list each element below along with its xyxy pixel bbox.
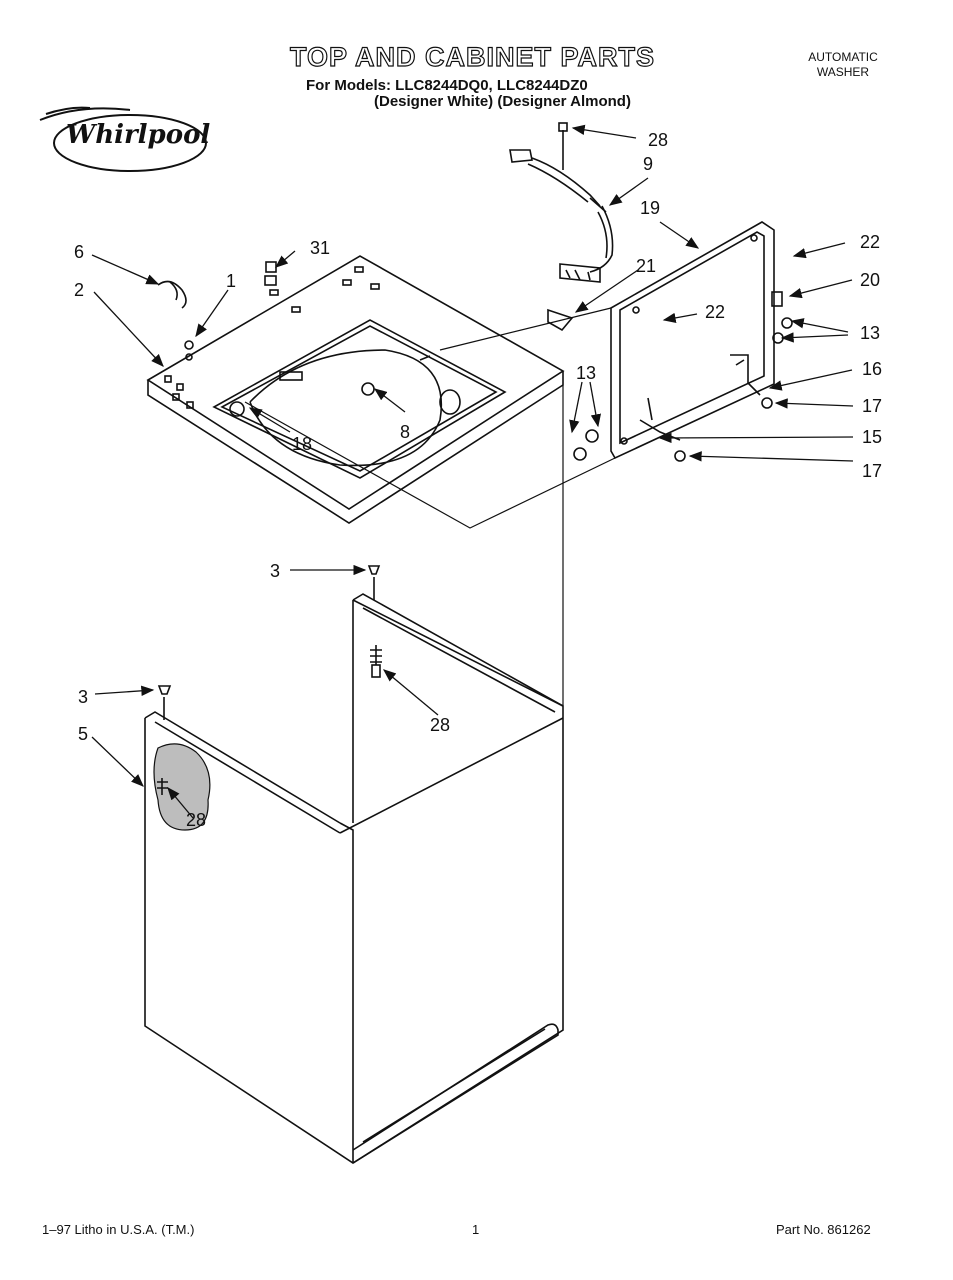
assembly-leader-lines [244,307,616,706]
cabinet-fasteners [157,565,382,795]
callout-17-upper: 17 [862,396,882,416]
callout-17-lower: 17 [862,461,882,481]
callout-1: 1 [226,271,236,291]
callout-arrows [91,124,854,819]
callout-8: 8 [400,422,410,442]
callout-15: 15 [862,427,882,447]
models-sub-line: (Designer White) (Designer Almond) [374,93,631,110]
callout-28-top: 28 [648,130,668,150]
product-type-line-2: WASHER [816,65,870,79]
footer-page-number: 1 [472,1222,480,1237]
whirlpool-logo-text: Whirlpool [66,120,211,150]
callout-13-right: 13 [860,323,880,343]
callout-20: 20 [860,270,880,290]
footer-part-number: Part No. 861262 [776,1222,871,1237]
cabinet-cutout-view [153,743,211,831]
callout-numbers: 28 9 19 22 21 20 22 13 13 16 17 15 17 6 … [74,130,882,830]
callout-19: 19 [640,198,660,218]
callout-22-right: 22 [860,232,880,252]
callout-16: 16 [862,359,882,379]
whirlpool-logo-swoosh [39,106,207,172]
callout-21: 21 [636,256,656,276]
callout-2: 2 [74,280,84,300]
top-panel [146,255,565,524]
models-line: For Models: LLC8244DQ0, LLC8244DZ0 [306,77,588,94]
callout-9: 9 [643,154,653,174]
callout-5: 5 [78,724,88,744]
product-type: AUTOMATIC WASHER [798,50,888,80]
product-type-line-1: AUTOMATIC [808,50,878,64]
callout-31: 31 [310,238,330,258]
lid-switch-harness [509,122,614,332]
cabinet [144,593,564,1164]
callout-3-upper: 3 [270,561,280,581]
callout-6: 6 [74,242,84,262]
callout-3-lower: 3 [78,687,88,707]
bracket-part [264,261,277,286]
callout-28-cutout: 28 [186,810,206,830]
callout-18: 18 [292,434,312,454]
callout-13-left: 13 [576,363,596,383]
clip-part [157,280,187,309]
page-title: TOP AND CABINET PARTS [289,41,656,72]
callout-28-mid: 28 [430,715,450,735]
footer-litho: 1–97 Litho in U.S.A. (T.M.) [42,1222,195,1237]
callout-22-inner: 22 [705,302,725,322]
